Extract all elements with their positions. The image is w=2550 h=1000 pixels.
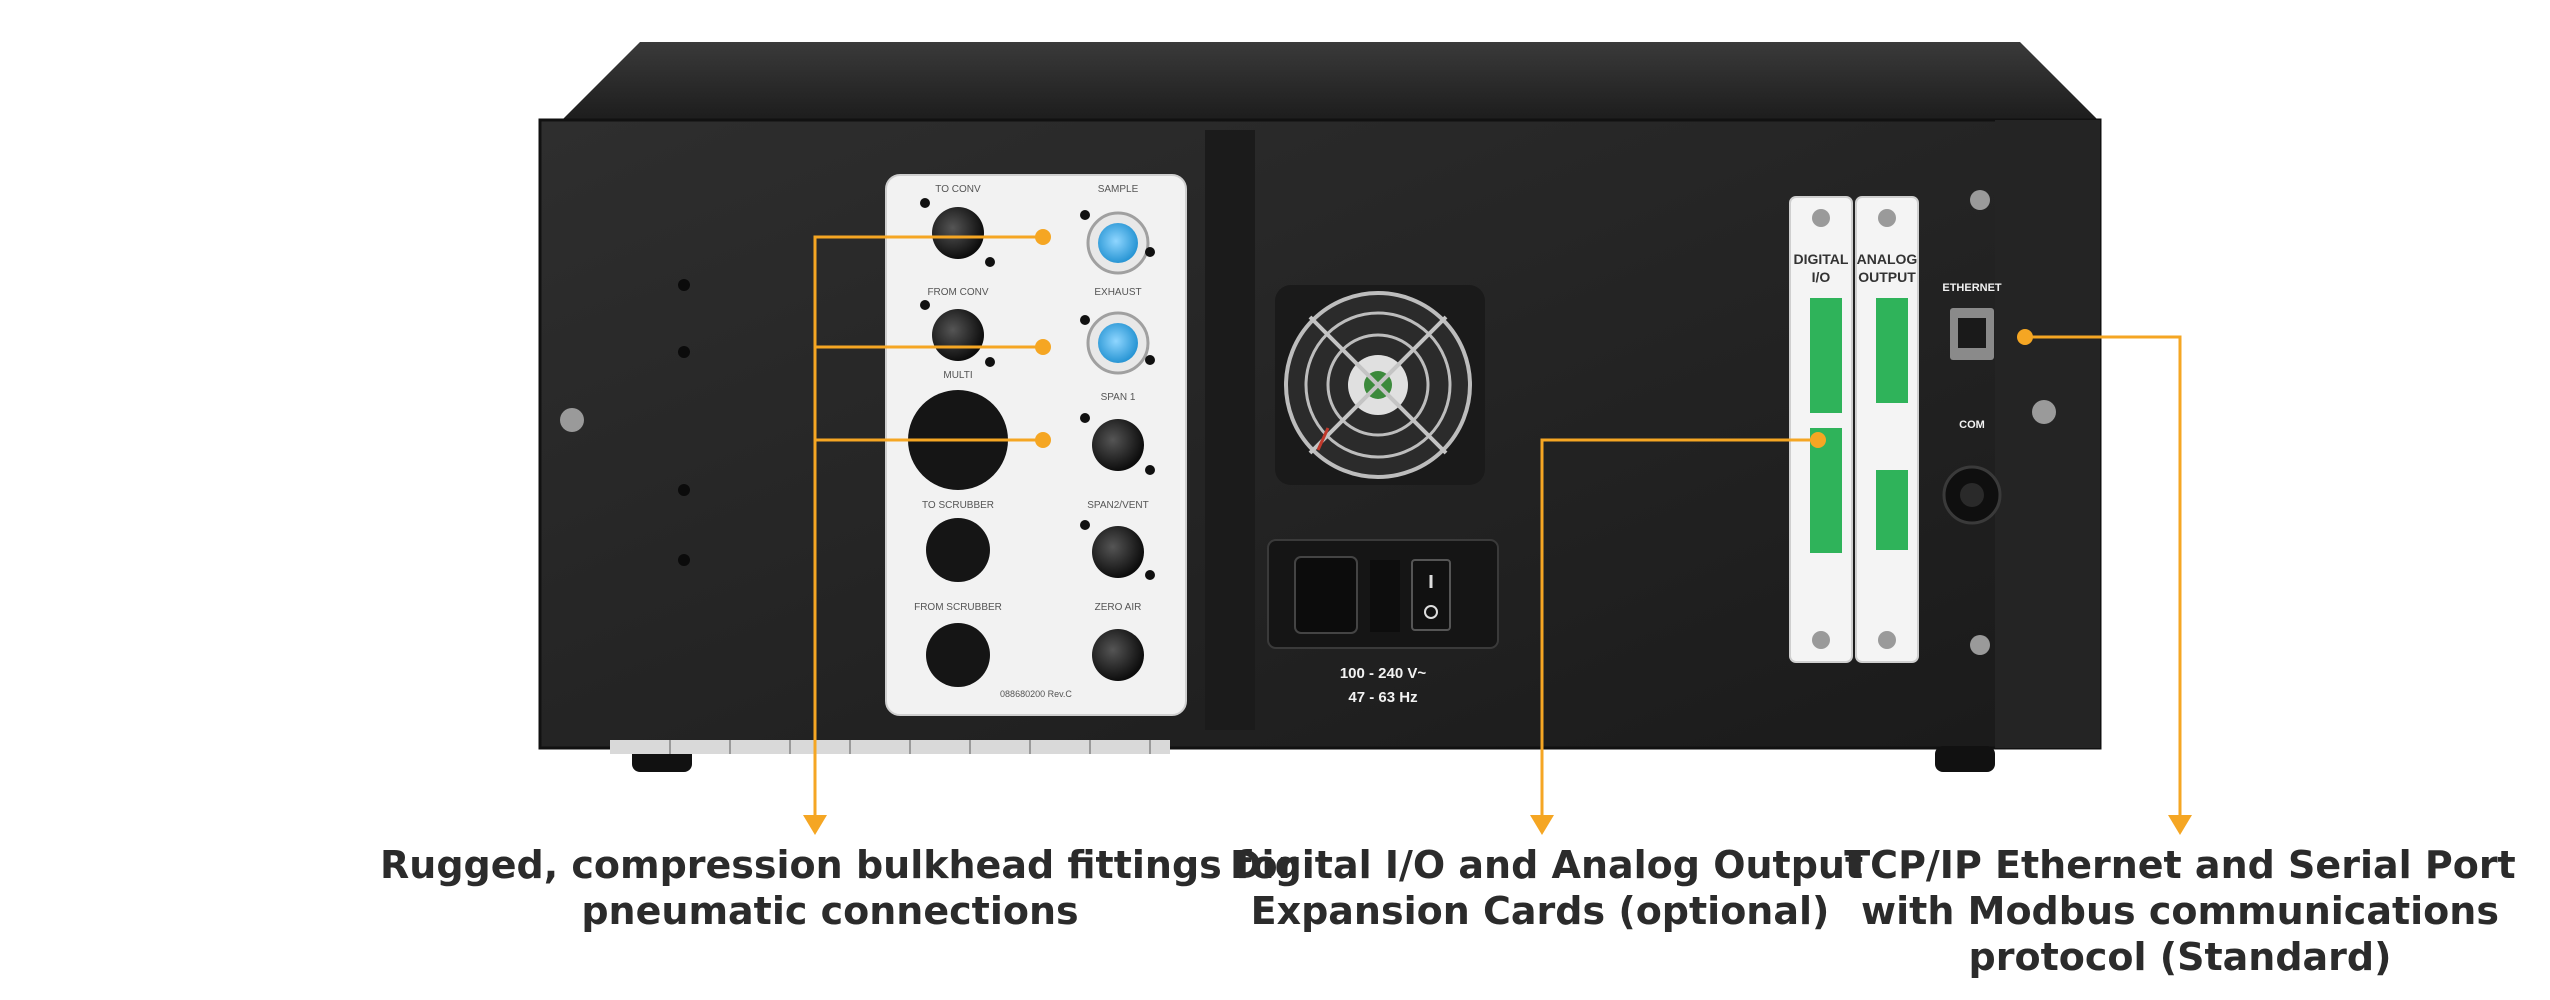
terminal-block bbox=[1876, 298, 1908, 403]
cooling-fan bbox=[1275, 285, 1485, 485]
chassis-top bbox=[560, 42, 2100, 122]
power-voltage-label: 100 - 240 V~ bbox=[1340, 665, 1427, 682]
caption-line: with Modbus communications bbox=[1861, 889, 2499, 933]
digital-card-label-2: I/O bbox=[1812, 269, 1831, 285]
label-from-conv: FROM CONV bbox=[927, 287, 988, 298]
label-sample: SAMPLE bbox=[1098, 184, 1139, 195]
caption-line: Expansion Cards (optional) bbox=[1250, 889, 1830, 933]
power-frequency-label: 47 - 63 Hz bbox=[1348, 689, 1417, 706]
expansion-cards bbox=[1789, 196, 1919, 663]
arrowhead bbox=[803, 815, 827, 835]
part-number: 088680200 Rev.C bbox=[1000, 689, 1072, 699]
ethernet-label: ETHERNET bbox=[1942, 282, 2002, 294]
caption-line: TCP/IP Ethernet and Serial Port bbox=[1844, 843, 2516, 887]
callout-network bbox=[2025, 335, 2182, 815]
arrowhead bbox=[1530, 815, 1554, 835]
blue-fittings bbox=[1086, 211, 1150, 375]
label-span2-vent: SPAN2/VENT bbox=[1087, 500, 1149, 511]
caption-line: pneumatic connections bbox=[581, 889, 1079, 933]
label-to-conv: TO CONV bbox=[935, 184, 981, 195]
com-label: COM bbox=[1959, 419, 1985, 431]
fitting-from-scrubber bbox=[926, 623, 990, 687]
fitting-span1 bbox=[1092, 419, 1144, 471]
terminal-block bbox=[1810, 428, 1842, 553]
label-exhaust: EXHAUST bbox=[1094, 287, 1141, 298]
terminal-block bbox=[1810, 298, 1842, 413]
label-multi: MULTI bbox=[943, 370, 972, 381]
power-entry-module bbox=[1267, 539, 1499, 649]
caption-line: Rugged, compression bulkhead fittings fo… bbox=[380, 843, 1297, 887]
power-switch[interactable] bbox=[1411, 559, 1451, 631]
analog-card-label-2: OUTPUT bbox=[1858, 269, 1916, 285]
fitting-to-conv bbox=[932, 207, 984, 259]
label-span1: SPAN 1 bbox=[1101, 392, 1136, 403]
callout-fittings bbox=[813, 235, 1043, 815]
com-port bbox=[1942, 465, 2002, 525]
arrowhead bbox=[2168, 815, 2192, 835]
fitting-to-scrubber bbox=[926, 518, 990, 582]
digital-card-label-1: DIGITAL bbox=[1794, 251, 1849, 267]
label-to-scrubber: TO SCRUBBER bbox=[922, 500, 994, 511]
callout-expansion bbox=[1540, 438, 1818, 815]
label-zero-air: ZERO AIR bbox=[1095, 602, 1142, 613]
label-from-scrubber: FROM SCRUBBER bbox=[914, 602, 1002, 613]
iec-inlet bbox=[1294, 556, 1358, 634]
foot-right bbox=[1935, 746, 1995, 772]
hinge-strip bbox=[610, 740, 1170, 754]
fitting-span2-vent bbox=[1092, 526, 1144, 578]
caption-line: protocol (Standard) bbox=[1968, 935, 2392, 979]
caption-network-ports: TCP/IP Ethernet and Serial Port with Mod… bbox=[1840, 842, 2520, 980]
caption-fittings: Rugged, compression bulkhead fittings fo… bbox=[380, 842, 1297, 934]
fitting-zero-air bbox=[1092, 629, 1144, 681]
ethernet-port bbox=[1950, 308, 1994, 360]
fitting-from-conv bbox=[932, 309, 984, 361]
terminal-block bbox=[1876, 470, 1908, 550]
analog-card-label-1: ANALOG bbox=[1857, 251, 1918, 267]
caption-line: Digital I/O and Analog Output bbox=[1230, 843, 1864, 887]
caption-expansion-cards: Digital I/O and Analog Output Expansion … bbox=[1230, 842, 1864, 934]
callout-lines bbox=[813, 235, 2182, 815]
